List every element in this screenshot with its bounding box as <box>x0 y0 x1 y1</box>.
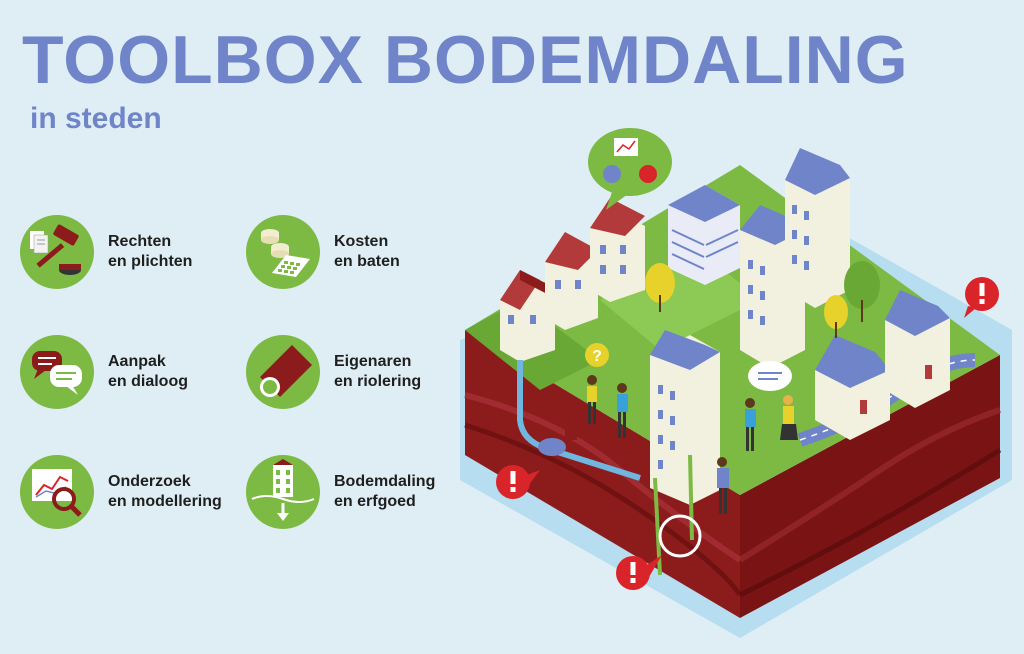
soil-left-face <box>465 330 740 618</box>
speech-bubbles-icon <box>20 335 94 409</box>
alert-icon <box>964 277 999 318</box>
page-subtitle: in steden <box>30 102 162 135</box>
thinking-heads-bubble <box>588 128 672 210</box>
building-subsidence-icon <box>246 455 320 529</box>
isometric-city-illustration: ? <box>460 128 1012 638</box>
chart-magnifier-icon <box>20 455 94 529</box>
trees <box>645 261 880 338</box>
sewer-pipe-icon <box>246 335 320 409</box>
magnifier-circle <box>658 514 702 558</box>
page-title: TOOLBOX BODEMDALING <box>22 22 909 98</box>
question-bubble: ? <box>585 343 609 367</box>
dialog-bubble <box>748 361 792 391</box>
canal-houses <box>815 290 950 440</box>
soil-right-face <box>740 355 1000 618</box>
alert-icon <box>496 465 540 499</box>
people <box>587 375 798 514</box>
alert-icon <box>616 555 662 590</box>
apartment-buildings <box>650 148 850 505</box>
gavel-document-icon <box>20 215 94 289</box>
coins-calculator-icon <box>246 215 320 289</box>
houses-row <box>500 198 645 362</box>
office-building <box>668 185 740 285</box>
svg-text:?: ? <box>592 348 602 365</box>
